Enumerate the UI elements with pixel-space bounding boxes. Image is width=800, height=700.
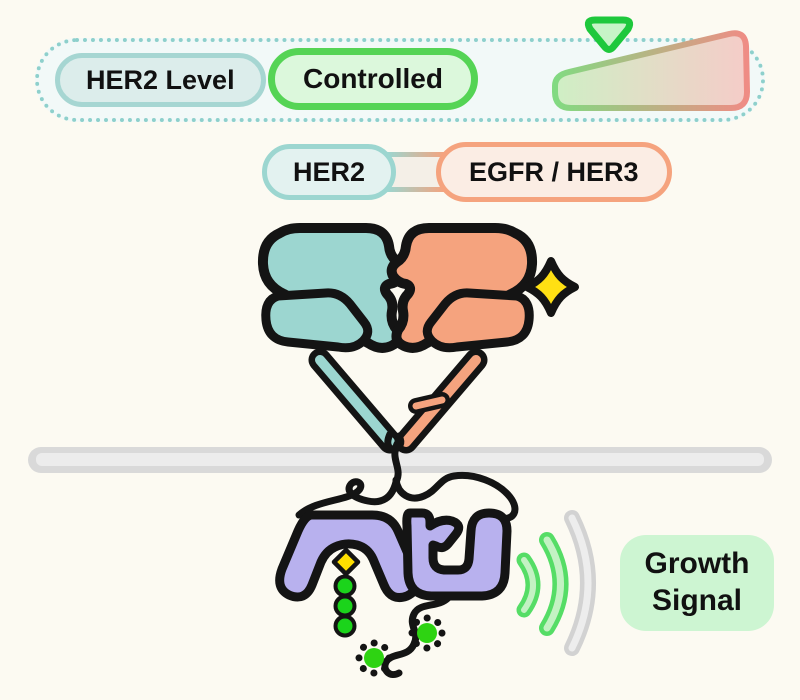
phosphate-dot: [333, 614, 357, 638]
growth-signal-badge: Growth Signal: [620, 535, 774, 631]
slider-ramp-track[interactable]: [552, 30, 750, 111]
her2-receptor: [257, 223, 409, 454]
partner-kinase-domain: [402, 508, 512, 601]
egfr-her3-label-pill: EGFR / HER3: [436, 142, 672, 202]
her2-level-slider[interactable]: [543, 8, 763, 118]
her2-label-text: HER2: [293, 156, 366, 187]
phospho-site-burst-icon: [355, 639, 393, 677]
right-juxtamembrane-squiggle: [392, 471, 519, 522]
egfr-her3-label-text: EGFR / HER3: [469, 156, 639, 187]
egfr-her3-lower-lobe: [422, 288, 534, 353]
transmembrane-linker: [295, 430, 519, 522]
egfr-her3-receptor: [386, 223, 538, 454]
egfr-her3-upper-lobe: [386, 223, 538, 353]
ligand-icon: [523, 257, 579, 317]
status-badge: Controlled: [268, 48, 478, 110]
her2-lower-lobe: [261, 288, 373, 353]
phosphate-dots: [333, 574, 357, 638]
phosphate-dot: [333, 594, 357, 618]
her2-label-pill: HER2: [262, 144, 397, 200]
c-terminal-tail: [381, 594, 452, 679]
dimer-label: HER2 EGFR / HER3: [262, 142, 672, 202]
signal-waves-icon: [516, 510, 596, 656]
her2-level-label-text: HER2 Level: [86, 64, 235, 95]
slider-indicator-icon[interactable]: [584, 16, 634, 53]
her2-level-label: HER2 Level: [55, 53, 266, 107]
dimer-bridge: [387, 152, 446, 192]
phosphate-dot: [333, 574, 357, 598]
cell-membrane: [28, 447, 772, 473]
status-badge-text: Controlled: [303, 63, 443, 94]
left-juxtamembrane-squiggle: [295, 478, 400, 519]
atp-site-diamond-icon: [331, 547, 361, 577]
growth-signal-text: Growth Signal: [644, 547, 750, 617]
phospho-site-burst-icon: [408, 614, 446, 652]
